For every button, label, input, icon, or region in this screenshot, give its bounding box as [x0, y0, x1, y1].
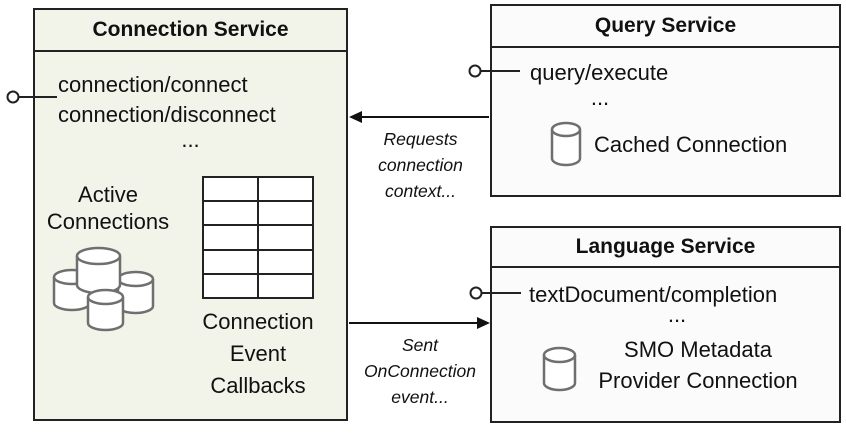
requests-connection-context-note: Requests connection context...	[378, 129, 463, 201]
active-connections-label: Active Connections	[46, 182, 170, 234]
connection-method-connect: connection/connect	[58, 72, 248, 97]
connection-method-disconnect: connection/disconnect	[58, 102, 276, 127]
requests-connection-arrow	[349, 111, 489, 123]
query-method-execute: query/execute	[530, 60, 669, 85]
language-method-completion: textDocument/completion	[529, 282, 778, 307]
connection-event-callbacks-label: Connection Event Callbacks	[202, 309, 314, 398]
sent-onconnection-arrow	[349, 317, 490, 329]
language-service-title: Language Service	[492, 228, 839, 268]
language-methods-ellipsis: ...	[667, 302, 687, 327]
sent-onconnection-event-note: Sent OnConnection event...	[364, 335, 476, 407]
cached-connection-label: Cached Connection	[594, 132, 788, 157]
connection-methods-ellipsis: ...	[181, 127, 200, 152]
query-methods-ellipsis: ...	[590, 85, 610, 110]
smo-metadata-provider-connection-label: SMO Metadata Provider Connection	[598, 337, 798, 393]
connection-service-title: Connection Service	[35, 10, 346, 52]
query-service-box: Query Service	[490, 4, 841, 197]
query-service-title: Query Service	[492, 6, 839, 48]
